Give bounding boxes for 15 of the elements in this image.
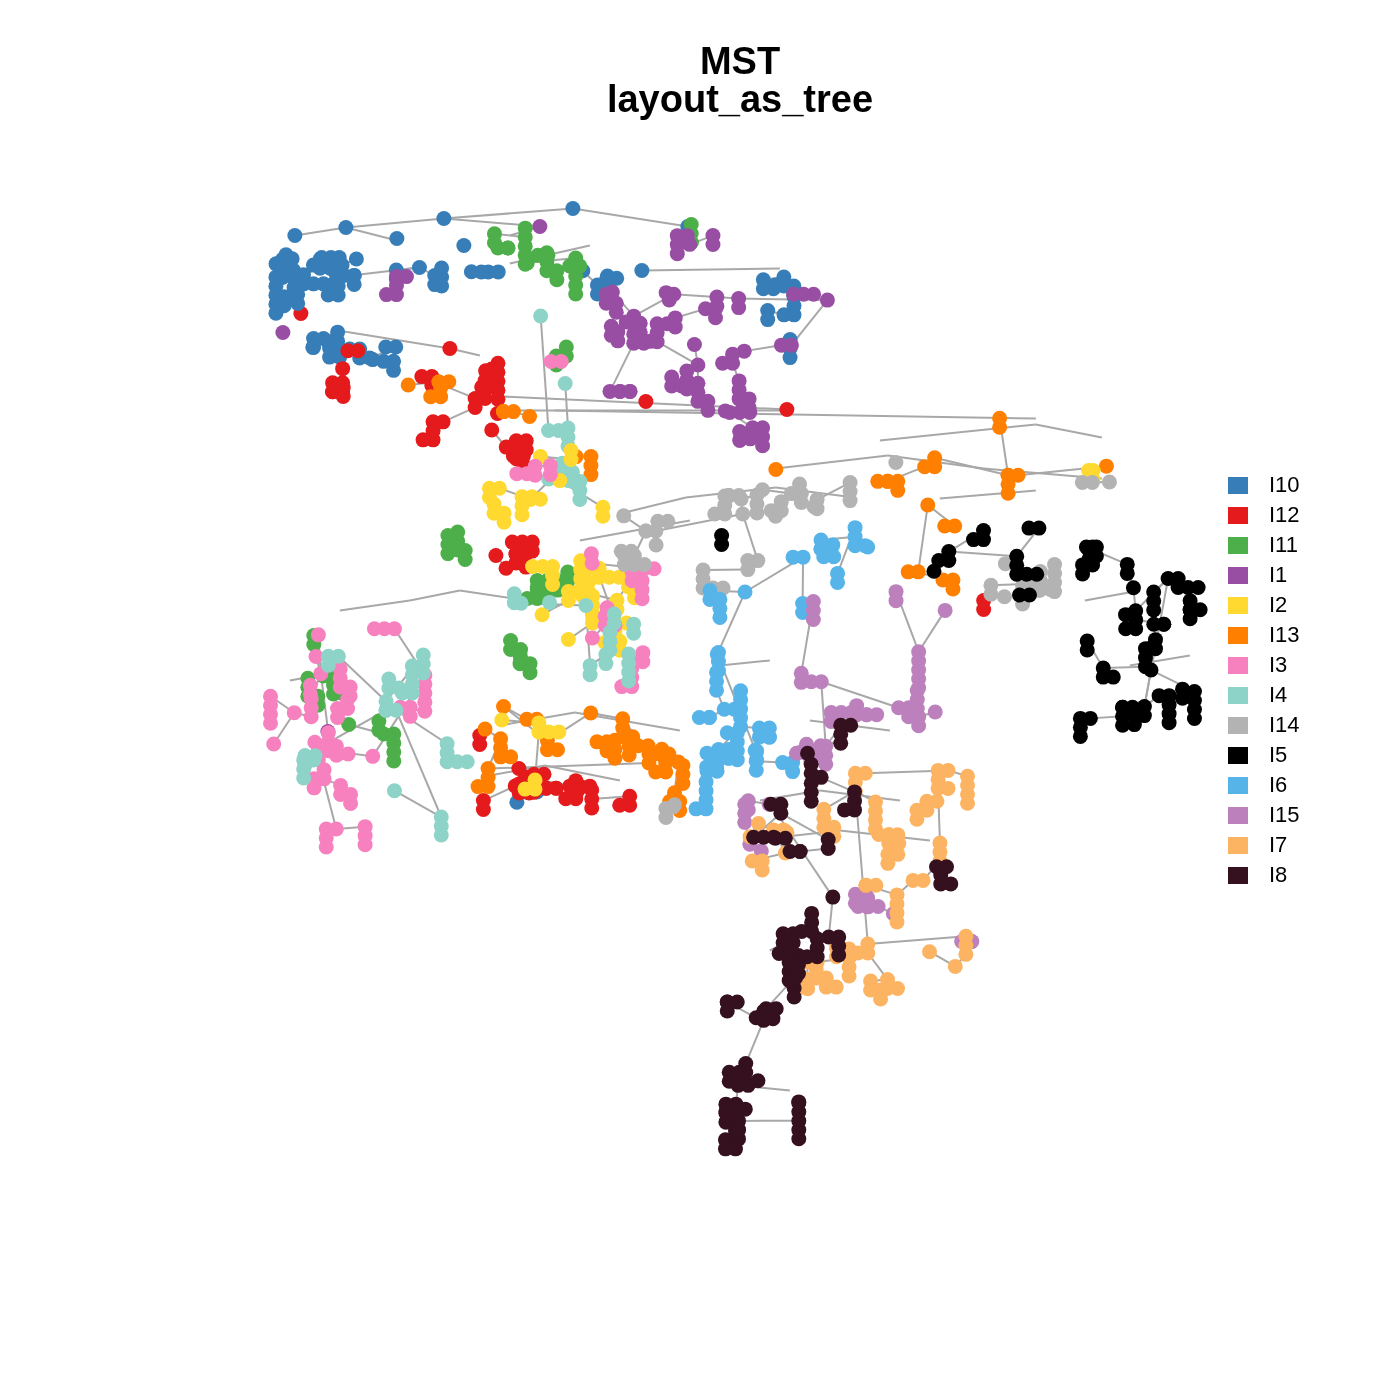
legend-label: I15 xyxy=(1269,803,1300,827)
legend-label: I1 xyxy=(1269,563,1288,587)
legend-label: I7 xyxy=(1269,833,1288,857)
legend-label: I14 xyxy=(1269,713,1300,737)
chart-title: MST layout_as_tree xyxy=(606,42,874,118)
legend-label: I4 xyxy=(1269,683,1288,707)
legend-label: I6 xyxy=(1269,773,1288,797)
legend-label: I10 xyxy=(1269,473,1300,497)
legend-label: I5 xyxy=(1269,743,1288,767)
legend-label: I11 xyxy=(1269,533,1298,557)
legend-label: I8 xyxy=(1269,863,1288,887)
legend-label: I2 xyxy=(1269,593,1288,617)
legend-label: I13 xyxy=(1269,623,1300,647)
legend-label: I3 xyxy=(1269,653,1288,677)
legend-label: I12 xyxy=(1269,503,1300,527)
